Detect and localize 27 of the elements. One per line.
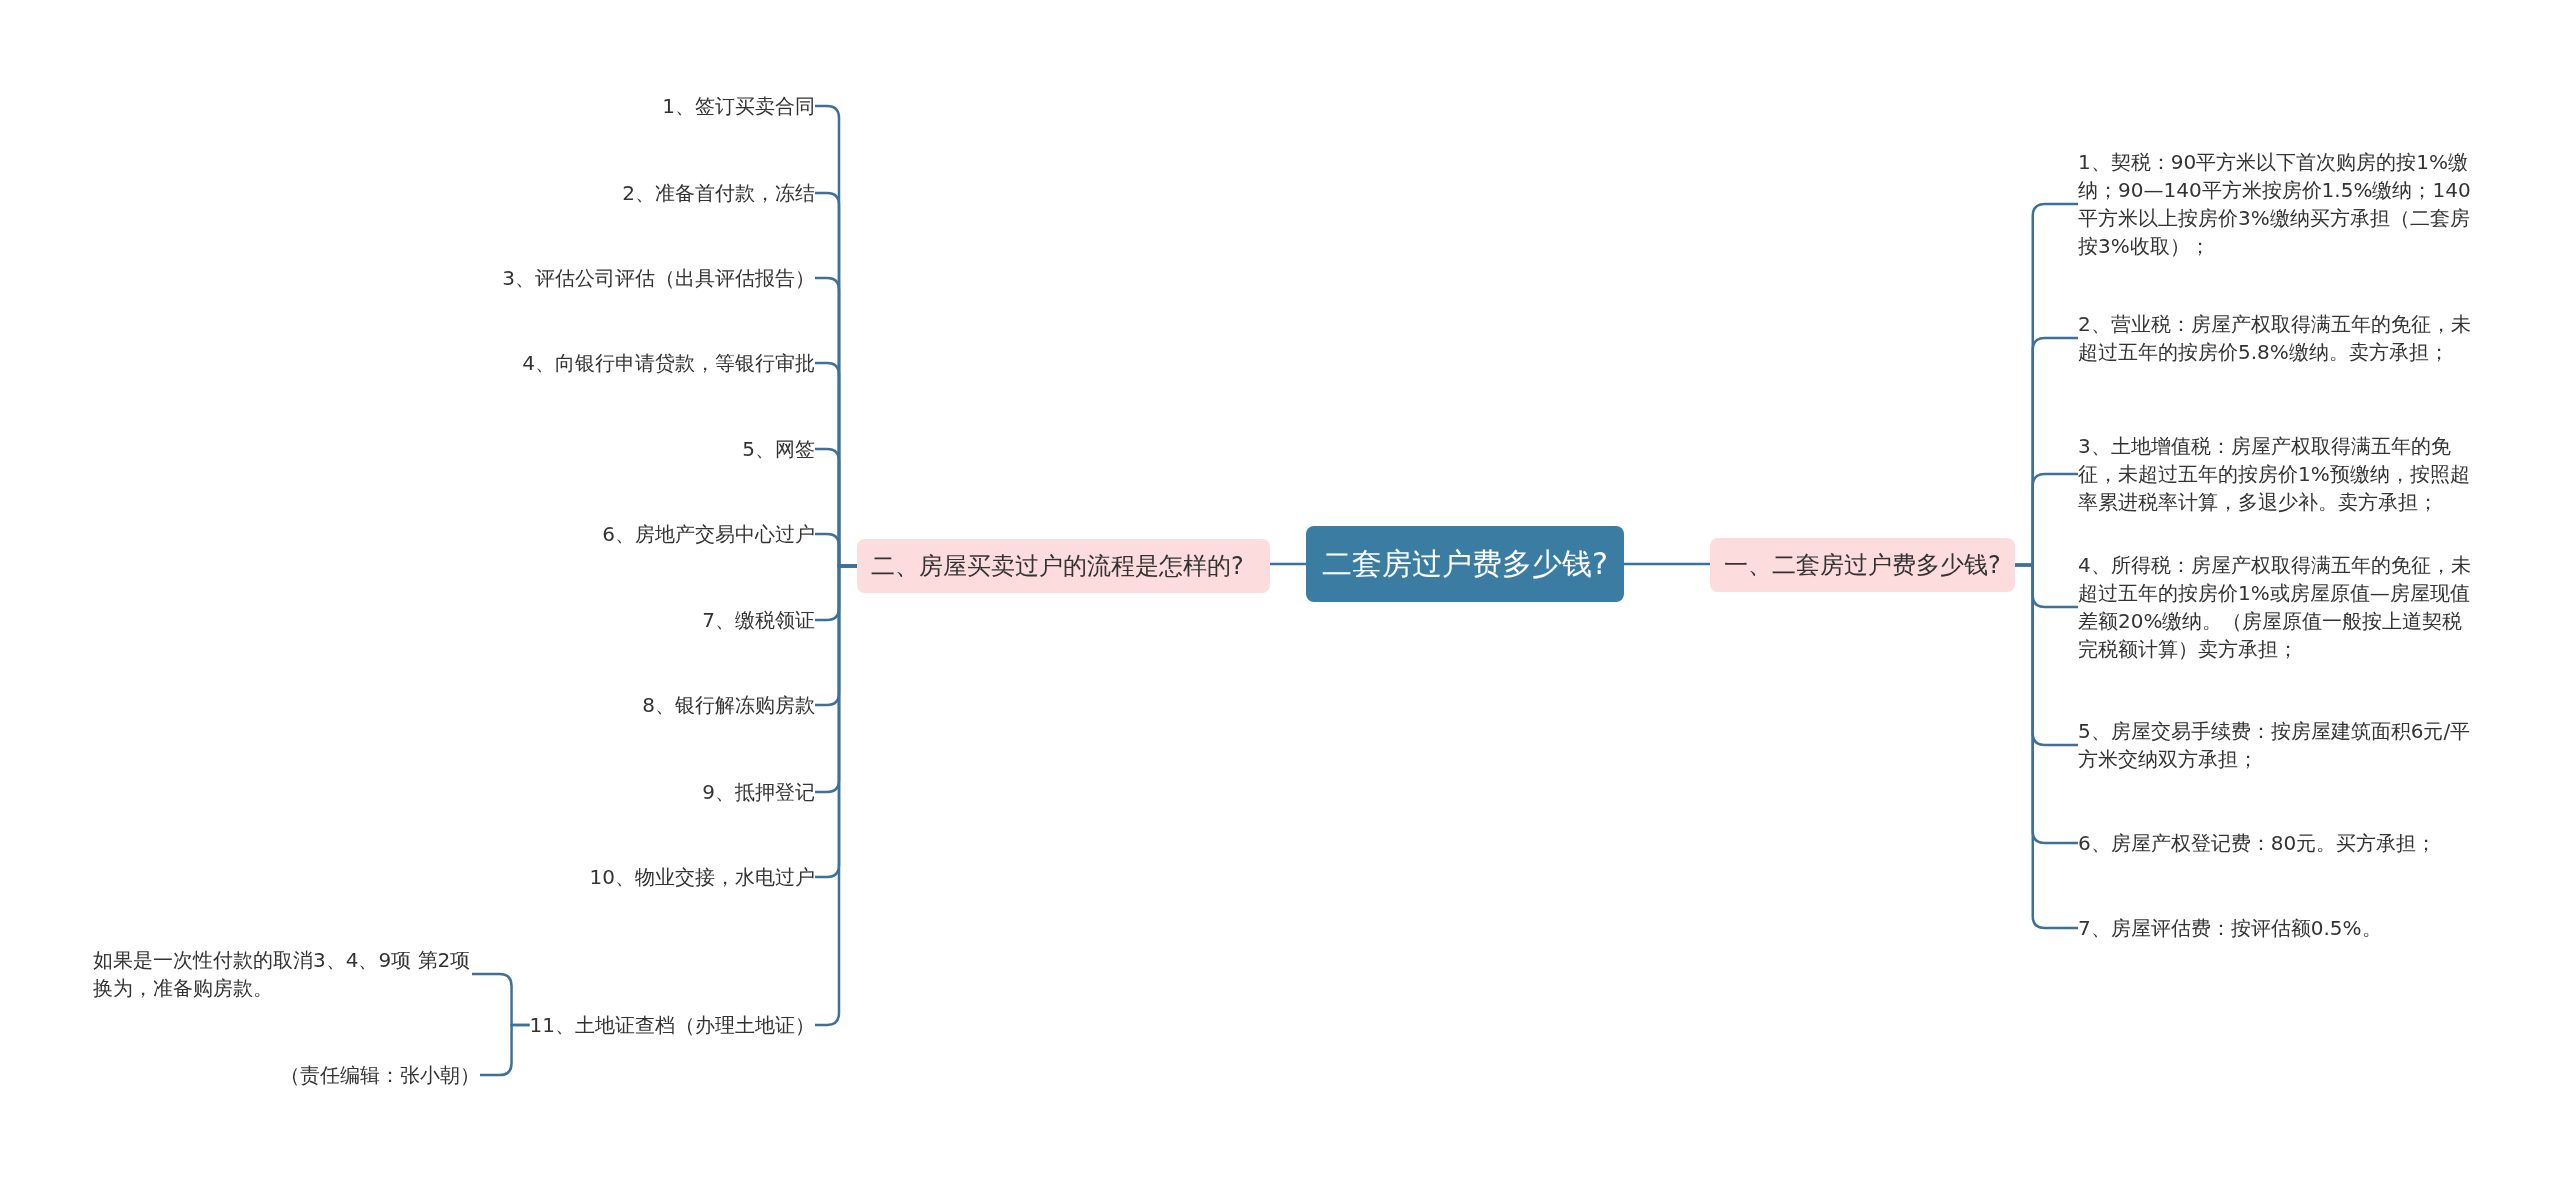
connector-line: [815, 564, 857, 1027]
topic-text: 6、房屋产权登记费：80元。买方承担；: [2078, 829, 2438, 857]
topic-text: 如果是一次性付款的取消3、4、9项 第2项换为，准备购房款。: [93, 946, 472, 1002]
topic-text: 4、所得税：房屋产权取得满五年的免征，未超过五年的按房价1%或房屋原值—房屋现值差额20%缴纳。（房屋原值一般按上道契税完税额计算）卖方承担；: [2078, 551, 2472, 663]
connector-line: [1623, 562, 1710, 566]
topic-text: 3、评估公司评估（出具评估报告）: [502, 264, 815, 292]
topic-text: （责任编辑：张小朝）: [280, 1061, 480, 1089]
topic-text: 1、契税：90平方米以下首次购房的按1%缴纳；90—140平方米按房价1.5%缴纳；140平方米以上按房价3%缴纳买方承担（二套房按3%收取）；: [2078, 148, 2472, 260]
topic-text: 1、签订买卖合同: [662, 92, 815, 120]
topic-text: 9、抵押登记: [702, 778, 815, 806]
topic-text: 5、网签: [742, 435, 815, 463]
topic-text: 5、房屋交易手续费：按房屋建筑面积6元/平方米交纳双方承担；: [2078, 717, 2472, 773]
connector-line: [2014, 563, 2078, 930]
branch-topic: 一、二套房过户费多少钱?: [1710, 538, 2015, 592]
topic-text: 11、土地证查档（办理土地证）: [529, 1011, 815, 1039]
topic-text: 7、缴税领证: [702, 606, 815, 634]
topic-text: 8、银行解冻购房款: [642, 691, 815, 719]
topic-text: 6、房地产交易中心过户: [602, 520, 815, 548]
topic-text: 7、房屋评估费：按评估额0.5%。: [2078, 914, 2383, 942]
topic-text: 10、物业交接，水电过户: [589, 863, 815, 891]
topic-text: 3、土地增值税：房屋产权取得满五年的免征，未超过五年的按房价1%预缴纳，按照超率累进税率计算，多退少补。卖方承担；: [2078, 432, 2471, 516]
topic-text: 4、向银行申请贷款，等银行审批: [522, 349, 815, 377]
connector-line: [1270, 562, 1306, 566]
topic-text: 2、营业税：房屋产权取得满五年的免征，未超过五年的按房价5.8%缴纳。卖方承担；: [2078, 310, 2472, 366]
branch-topic: 二、房屋买卖过户的流程是怎样的?: [857, 539, 1270, 593]
central-topic: 二套房过户费多少钱?: [1306, 526, 1624, 602]
topic-text: 2、准备首付款，冻结: [622, 179, 815, 207]
